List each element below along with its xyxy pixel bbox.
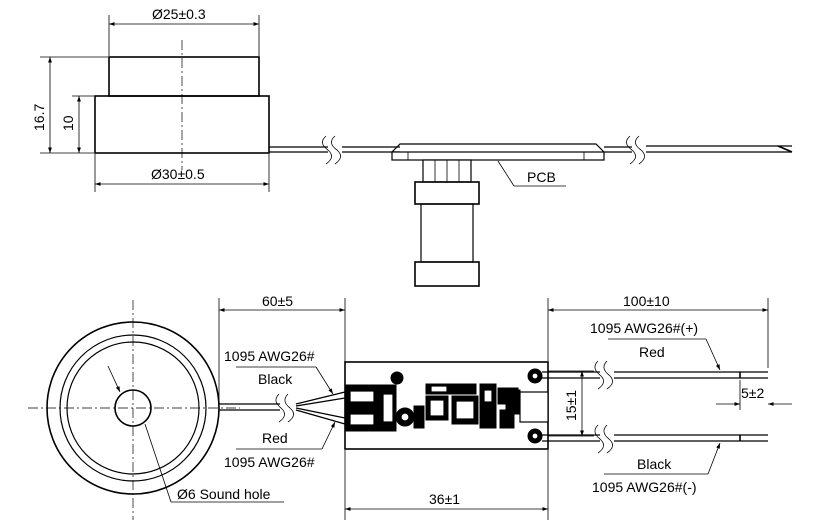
right-wire-bottom-color: Black [637, 456, 672, 472]
buzzer-top-cap [108, 56, 260, 97]
left-wire-top-spec: 1095 AWG26# [224, 348, 315, 364]
right-wire-top-color: Red [639, 344, 665, 360]
sound-hole-label: Ø6 Sound hole [177, 486, 271, 502]
side-component [414, 159, 480, 287]
dim-lead-length-left: 60±5 [262, 293, 293, 309]
pcb-label: PCB [527, 169, 556, 185]
side-lead-right [604, 135, 793, 165]
right-wire-bottom-spec: 1095 AWG26#(-) [592, 479, 697, 495]
side-lead-left [269, 135, 400, 165]
side-pcb [391, 143, 605, 161]
plan-lead-right [542, 360, 768, 454]
left-wire-top-color: Black [258, 371, 293, 387]
plan-view: Ø6 Sound hole 60±5 1095 AWG26# Black Red… [28, 293, 792, 520]
right-wire-top-spec: 1095 AWG26#(+) [590, 320, 698, 336]
dim-body-height: 10 [60, 115, 76, 131]
side-view: Ø25±0.3 Ø30±0.5 16.7 10 PCB [31, 6, 793, 287]
dim-lead-length-right: 100±10 [623, 293, 670, 309]
dim-total-height: 16.7 [31, 104, 47, 131]
dim-top-diameter: Ø25±0.3 [152, 6, 206, 22]
plan-pcb [344, 361, 549, 450]
plan-lead-left [219, 391, 346, 425]
left-wire-bottom-spec: 1095 AWG26# [224, 454, 315, 470]
dim-strip: 5±2 [741, 385, 764, 401]
dim-bottom-diameter: Ø30±0.5 [151, 166, 205, 182]
dim-pcb-length: 36±1 [429, 491, 460, 507]
dim-pcb-width: 15±1 [563, 390, 579, 421]
left-wire-bottom-color: Red [262, 430, 288, 446]
